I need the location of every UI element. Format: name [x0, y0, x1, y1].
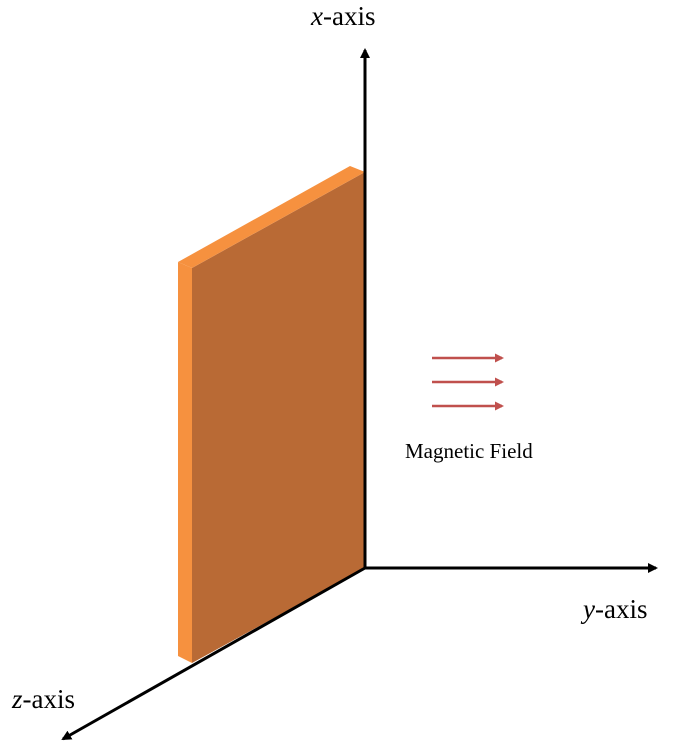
magnetic-field-label: Magnetic Field	[405, 439, 533, 463]
x-axis-label: x-axis	[310, 1, 375, 31]
z-axis-line	[61, 566, 366, 741]
z-axis-label: z-axis	[11, 684, 75, 714]
magnetic-field-arrows	[432, 353, 504, 411]
plate-side-edge	[178, 262, 192, 663]
coordinate-axes	[61, 48, 658, 741]
y-axis-label: y-axis	[580, 594, 647, 624]
plate	[178, 166, 365, 663]
plate-front-face	[192, 172, 365, 663]
plate-top-edge	[178, 166, 365, 268]
